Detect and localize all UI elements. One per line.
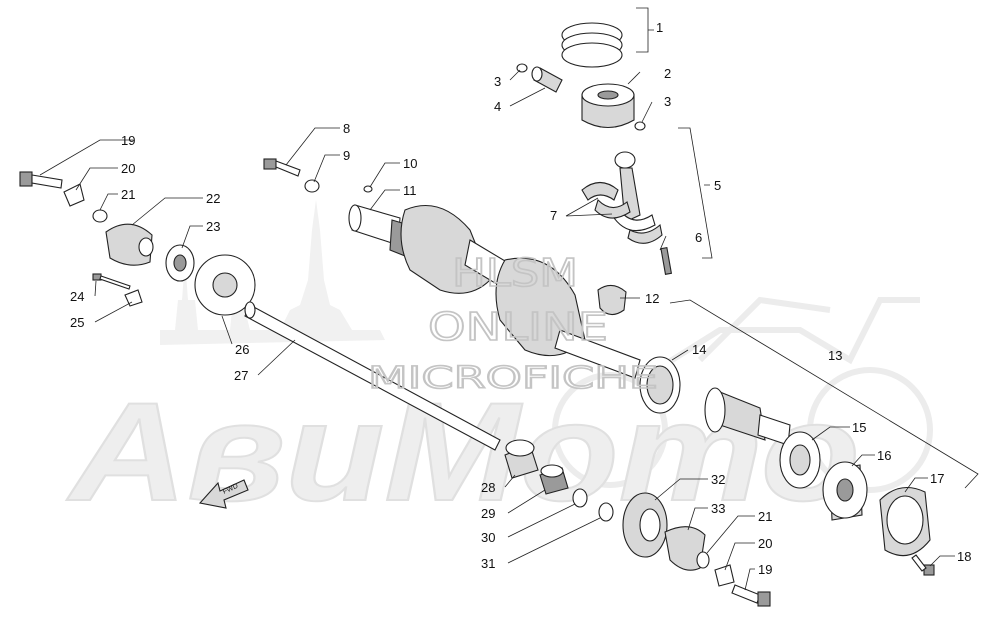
- callout-19: 19: [758, 562, 772, 577]
- washer-21-left: [92, 209, 108, 223]
- seal-15: [779, 431, 821, 489]
- screw-24: [92, 273, 131, 290]
- callout-16: 16: [877, 448, 891, 463]
- callout-8: 8: [343, 121, 350, 136]
- callout-1: 1: [656, 20, 663, 35]
- callouts: 1 2 3 3 4 5 6 7 8 9 10 11 12 13 14 15 16…: [70, 20, 971, 577]
- callout-5: 5: [714, 178, 721, 193]
- callout-17: 17: [930, 471, 944, 486]
- callout-24: 24: [70, 289, 84, 304]
- hlsm-watermark: HLSM ONLINE MICROFICHE: [367, 250, 659, 397]
- gear-32: [622, 492, 668, 558]
- callout-12: 12: [645, 291, 659, 306]
- piston-rings: [561, 22, 623, 68]
- bracket-33: [664, 526, 706, 571]
- clip-left: [516, 63, 528, 73]
- bearing-23: [165, 244, 195, 282]
- bushing-28: [504, 439, 539, 479]
- callout-3: 3: [664, 94, 671, 109]
- bracket-22: [105, 223, 154, 266]
- callout-31: 31: [481, 556, 495, 571]
- lock-plate-20-left: [63, 183, 85, 207]
- callout-20: 20: [758, 536, 772, 551]
- bolt-8: [263, 158, 301, 177]
- clip-right: [634, 121, 646, 131]
- bearing-12: [597, 284, 627, 316]
- callout-20: 20: [121, 161, 135, 176]
- callout-18: 18: [957, 549, 971, 564]
- crankshaft: [348, 185, 641, 379]
- leader-lines: [39, 7, 979, 591]
- gear-shaft-13: [704, 387, 791, 446]
- svg-text:ONLINE: ONLINE: [428, 305, 608, 349]
- rod-bearings: [581, 181, 631, 219]
- washer-9: [304, 179, 320, 193]
- brand-watermark: АвиМото: [67, 373, 860, 530]
- callout-6: 6: [695, 230, 702, 245]
- motorcycle-watermark: [552, 296, 933, 493]
- callout-2: 2: [664, 66, 671, 81]
- callout-19: 19: [121, 133, 135, 148]
- callout-9: 9: [343, 148, 350, 163]
- callout-13: 13: [828, 348, 842, 363]
- callout-11: 11: [403, 183, 417, 198]
- callout-7: 7: [550, 208, 557, 223]
- callout-21: 21: [121, 187, 135, 202]
- cover-17: [879, 486, 931, 557]
- washer-25: [124, 289, 143, 307]
- svg-text:HLSM: HLSM: [452, 251, 578, 295]
- callout-25: 25: [70, 315, 84, 330]
- piston: [581, 83, 635, 129]
- callout-26: 26: [235, 342, 249, 357]
- bearing-14: [639, 356, 681, 414]
- gear-26: [194, 254, 256, 316]
- callout-32: 32: [711, 472, 725, 487]
- callout-30: 30: [481, 530, 495, 545]
- piston-pin: [516, 63, 646, 131]
- parts: FWD: [19, 22, 935, 607]
- callout-33: 33: [711, 501, 725, 516]
- callout-29: 29: [481, 506, 495, 521]
- callout-23: 23: [206, 219, 220, 234]
- callout-27: 27: [234, 368, 248, 383]
- callout-10: 10: [403, 156, 417, 171]
- callout-22: 22: [206, 191, 220, 206]
- needle-bearing-29: [539, 464, 569, 495]
- callout-21: 21: [758, 509, 772, 524]
- skyline-watermark: [160, 200, 385, 345]
- callout-4: 4: [494, 99, 501, 114]
- callout-28: 28: [481, 480, 495, 495]
- bolt-19-left: [19, 171, 63, 189]
- callout-14: 14: [692, 342, 706, 357]
- washer-31: [598, 502, 614, 522]
- bolt-19-right: [731, 584, 771, 607]
- bearing-16: [822, 461, 868, 521]
- shaft-27: [244, 301, 501, 451]
- callout-15: 15: [852, 420, 866, 435]
- svg-text:MICROFICHE: MICROFICHE: [368, 361, 658, 396]
- lock-plate-20-right: [714, 564, 735, 587]
- circlip-30: [572, 488, 588, 508]
- washer-21-right: [696, 551, 710, 569]
- bolt-18: [911, 554, 935, 576]
- callout-3: 3: [494, 74, 501, 89]
- key-10: [363, 185, 373, 193]
